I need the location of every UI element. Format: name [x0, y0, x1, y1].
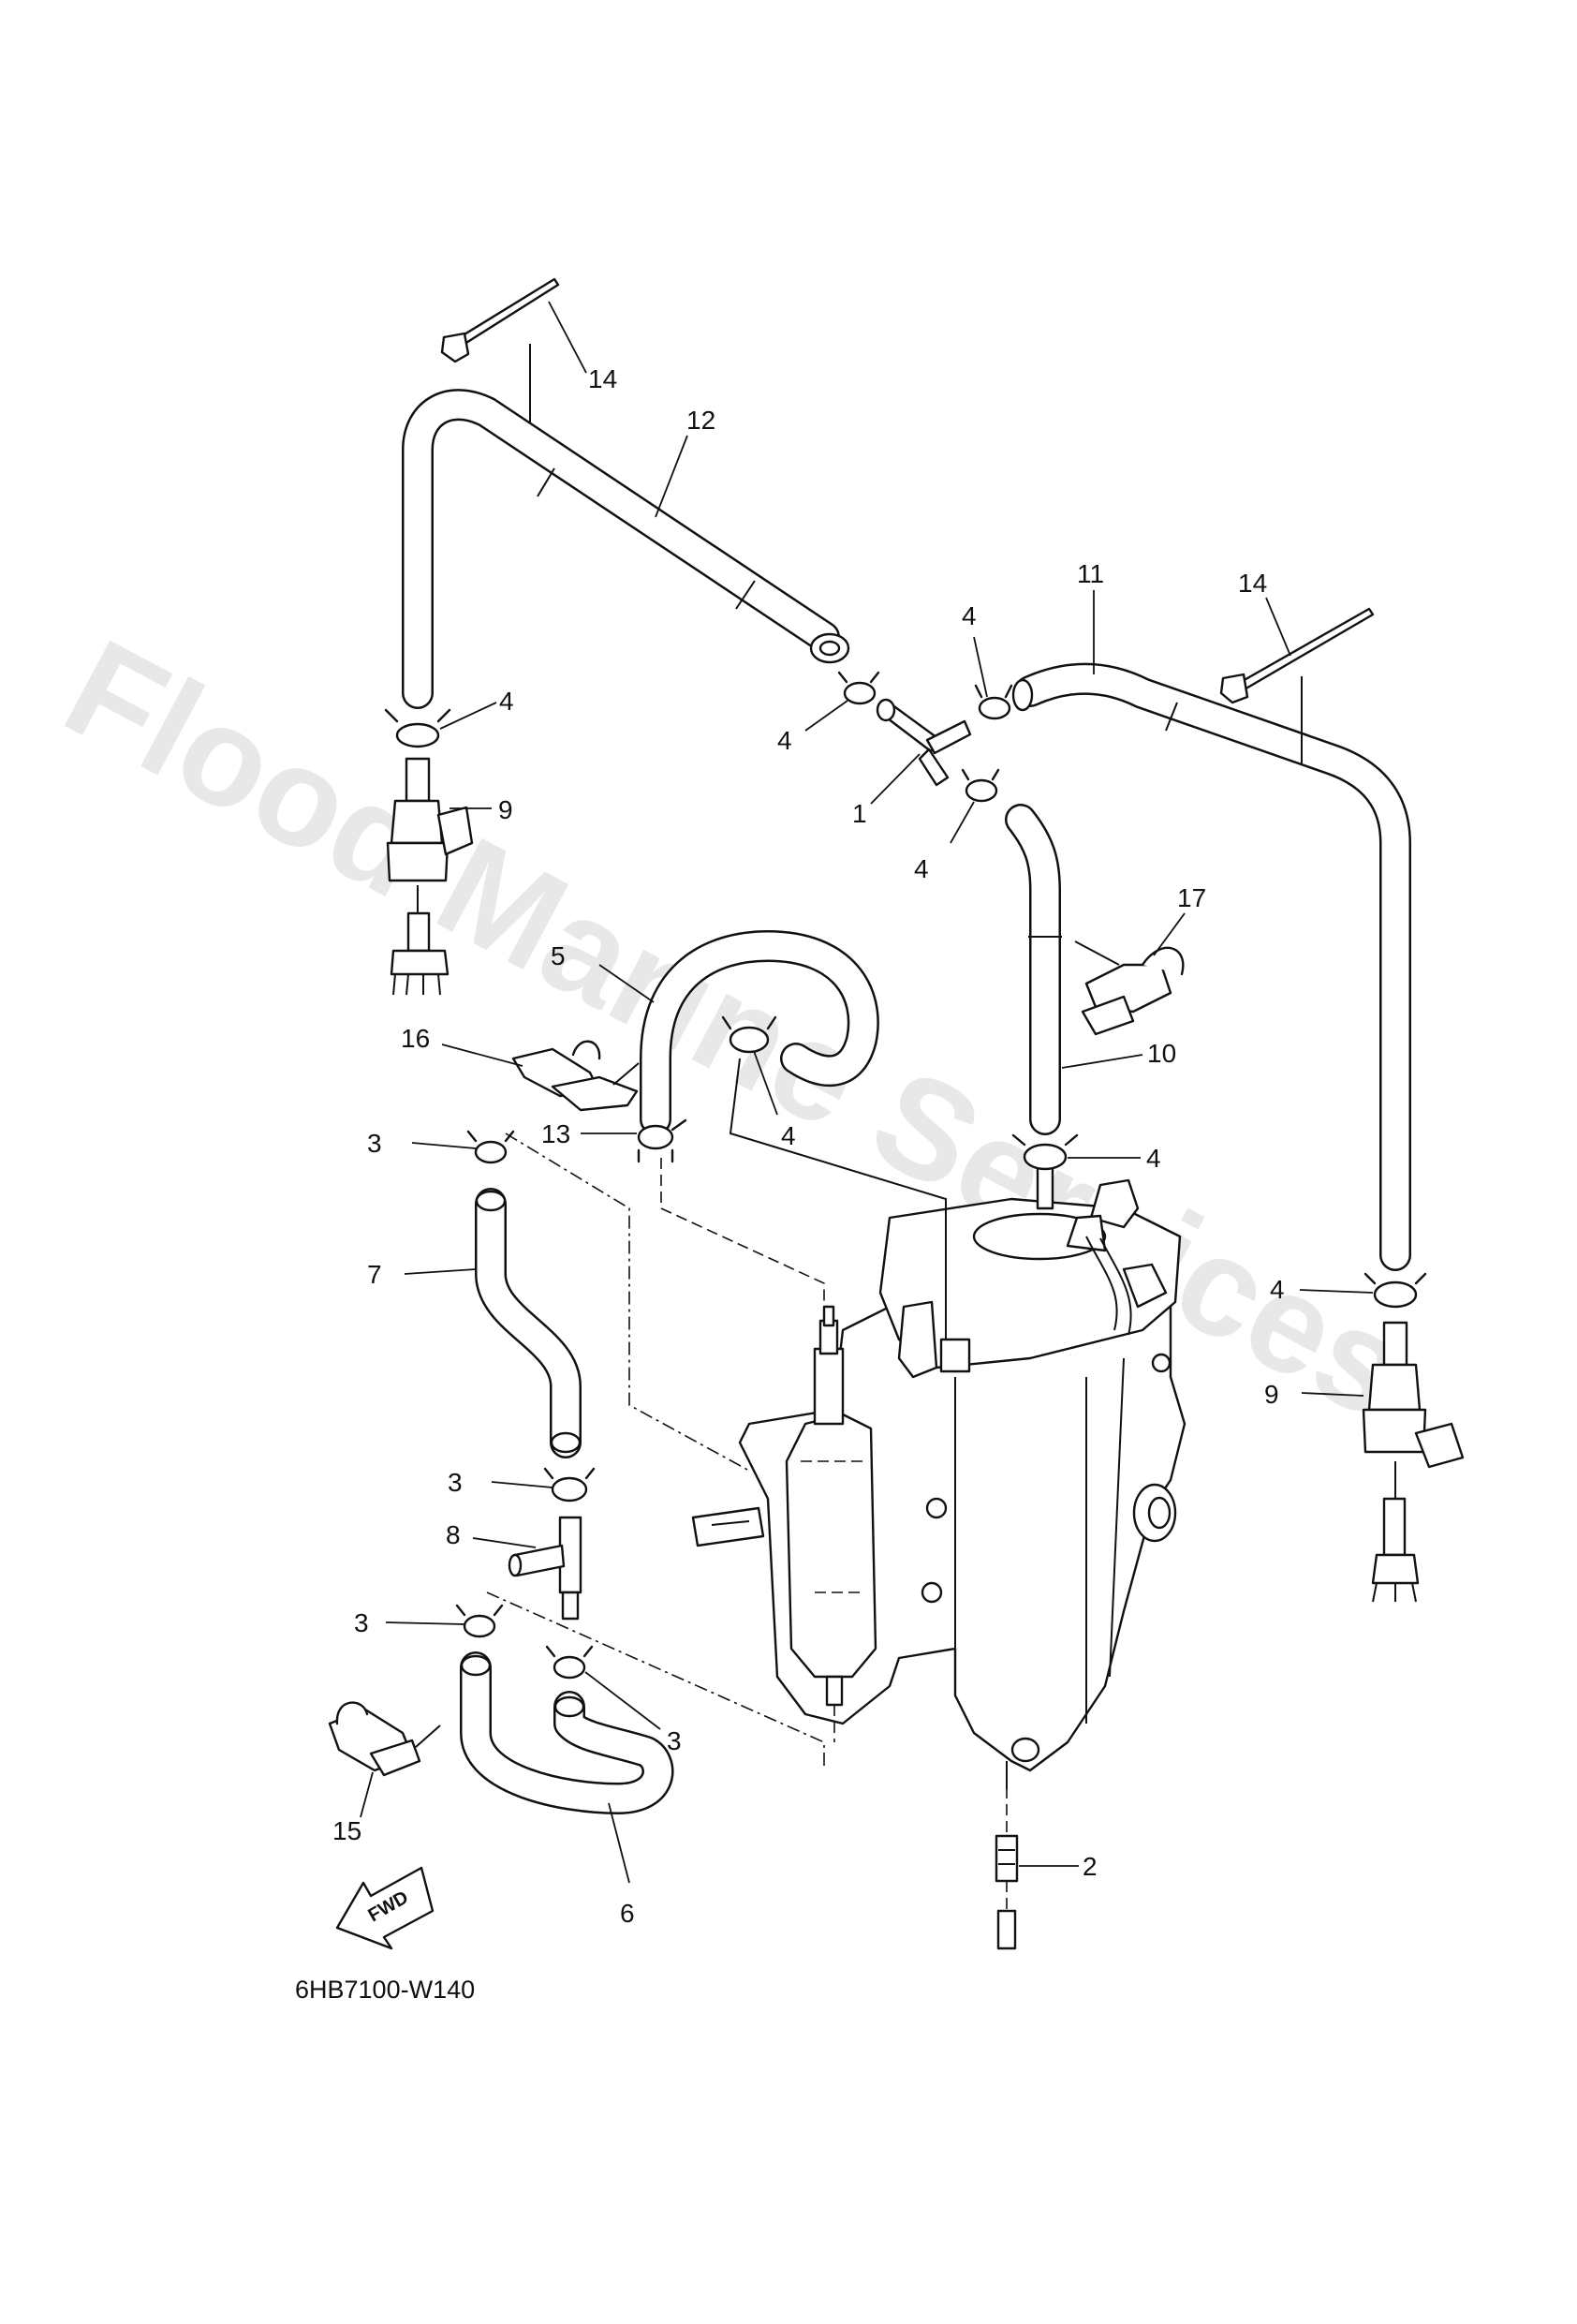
callout-4-tjoint-bottom: 4	[914, 854, 929, 883]
callout-8: 8	[446, 1520, 461, 1549]
callout-9-right: 9	[1264, 1380, 1279, 1409]
callout-10: 10	[1147, 1039, 1176, 1068]
hose-7	[404, 1188, 582, 1458]
callout-11: 11	[1077, 559, 1104, 588]
callout-3-upper: 3	[367, 1129, 382, 1158]
callout-14-upper: 14	[588, 364, 617, 393]
fuel-filter-assembly	[691, 1146, 1186, 1789]
hose-6	[460, 1651, 674, 1884]
hose-clamp-4-tjoint-top	[973, 636, 1013, 720]
hose-clip-15	[328, 1701, 441, 1818]
t-fitting-8	[472, 1516, 582, 1621]
cable-tie-upper-right	[1219, 597, 1375, 763]
callout-5: 5	[551, 941, 566, 970]
hose-clamp-4-tjoint-bottom	[950, 768, 1000, 844]
callout-6: 6	[620, 1899, 635, 1928]
callout-4-right-middle: 4	[1146, 1144, 1161, 1173]
callout-12: 12	[686, 406, 715, 435]
callout-3-middle: 3	[448, 1468, 463, 1497]
hose-clamp-3-middle	[491, 1467, 596, 1502]
fwd-direction-icon: FWD	[335, 1866, 435, 1950]
callout-9-left: 9	[498, 795, 513, 824]
hose-10	[1005, 804, 1143, 1135]
hose-clamp-4-tjoint-left	[804, 671, 880, 732]
assembly-guide-lines	[486, 1058, 947, 1770]
hose-clamp-4-far-right	[1299, 1272, 1427, 1309]
callout-3-lower-right: 3	[667, 1726, 682, 1755]
callout-4-upper-left: 4	[499, 687, 514, 716]
fuel-connector-9-right	[1301, 1321, 1465, 1603]
callout-15: 15	[332, 1816, 361, 1845]
cable-tie-upper-left	[440, 277, 587, 431]
callout-4-tjoint-left: 4	[777, 726, 792, 755]
hose-clamp-4-on-hose-5	[721, 1015, 778, 1116]
hose-clamp-4-right-middle	[1011, 1133, 1141, 1171]
fuel-connector-9-left	[386, 757, 492, 996]
callout-1: 1	[852, 799, 867, 828]
callout-16: 16	[401, 1024, 430, 1053]
callout-17: 17	[1177, 883, 1206, 912]
t-joint-1	[870, 698, 972, 805]
hose-5	[598, 930, 879, 1135]
hose-clip-16	[441, 1040, 640, 1112]
callout-4-on-hose-5: 4	[781, 1121, 796, 1150]
hose-clamp-13	[581, 1118, 687, 1163]
part-code-caption: 6HB7100-W140	[295, 1976, 475, 2004]
drain-tube-2	[995, 1787, 1079, 1950]
callout-7: 7	[367, 1260, 382, 1289]
hose-11	[1011, 590, 1411, 1271]
callout-4-tjoint-top: 4	[962, 601, 977, 630]
callout-3-lower-left: 3	[354, 1608, 369, 1637]
callout-4-far-right: 4	[1270, 1275, 1285, 1304]
hose-clamp-3-upper	[411, 1130, 515, 1164]
callout-14-right: 14	[1238, 569, 1267, 598]
callout-13: 13	[541, 1119, 570, 1148]
hose-clip-17	[1074, 912, 1186, 1036]
hose-clamp-3-lower-right	[545, 1645, 661, 1730]
callout-2: 2	[1083, 1852, 1098, 1881]
hose-clamp-4-upper-left	[384, 702, 497, 748]
hose-12	[402, 389, 850, 709]
hose-clamp-3-lower-left	[385, 1604, 504, 1638]
